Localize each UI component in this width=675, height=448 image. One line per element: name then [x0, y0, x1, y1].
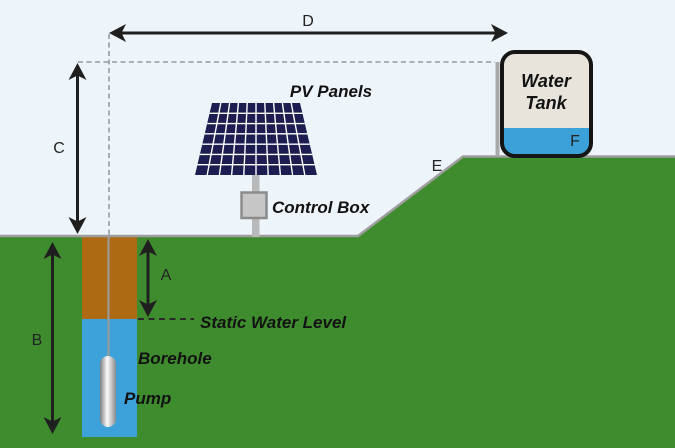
pv-panel-grid: [197, 102, 315, 176]
pump: [100, 356, 116, 427]
static-water-level-label: Static Water Level: [200, 313, 347, 332]
dimension-label-f: F: [570, 133, 580, 150]
water-tank-label-line2: Tank: [525, 93, 567, 113]
dimension-arrow-d: [109, 24, 508, 42]
dimension-label-d: D: [302, 13, 314, 30]
control-box: [240, 191, 268, 220]
water-tank-water: [502, 128, 591, 156]
pump-label: Pump: [124, 389, 171, 408]
dimension-label-c: C: [53, 140, 65, 157]
borehole-label: Borehole: [138, 349, 212, 368]
water-tank-label-line1: Water: [521, 71, 572, 91]
ground: [0, 157, 675, 448]
dimension-label-b: B: [32, 332, 43, 349]
pv-panels-label: PV Panels: [290, 82, 372, 101]
dimension-arrow-b: [43, 242, 62, 434]
dimension-arrow-a: [139, 239, 157, 317]
control-box-label: Control Box: [272, 198, 371, 217]
dimension-label-e: E: [432, 158, 443, 175]
water-tank-outline: [500, 50, 593, 158]
dimension-label-a: A: [161, 267, 172, 284]
dimension-arrow-c: [68, 63, 87, 234]
